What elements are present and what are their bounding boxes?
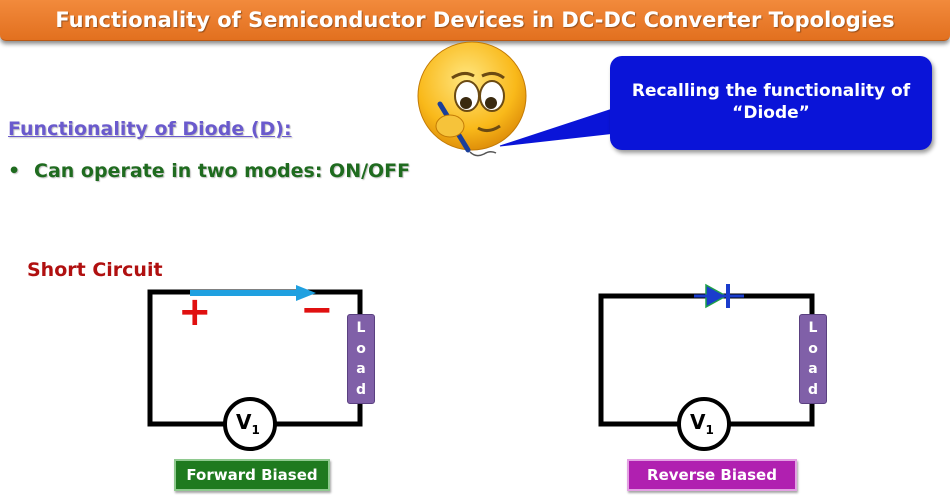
minus-sign: − bbox=[300, 287, 334, 333]
plus-sign: + bbox=[178, 289, 212, 335]
short-circuit-label: Short Circuit bbox=[27, 259, 163, 281]
callout-bubble: Recalling the functionality of “Diode” bbox=[610, 56, 932, 150]
current-arrow-icon bbox=[190, 285, 316, 301]
left-voltage-source bbox=[223, 397, 277, 451]
bullet-dot-icon: • bbox=[8, 160, 21, 182]
diode-symbol-icon bbox=[694, 283, 744, 309]
right-load: L o a d bbox=[799, 314, 827, 404]
right-source-label: V1 bbox=[690, 410, 714, 437]
forward-biased-tag: Forward Biased bbox=[174, 459, 330, 491]
page-title: Functionality of Semiconductor Devices i… bbox=[55, 8, 895, 32]
left-load: L o a d bbox=[347, 314, 375, 404]
left-source-label: V1 bbox=[236, 410, 260, 437]
callout-line-1: Recalling the functionality of bbox=[631, 81, 911, 101]
bullet-item: • Can operate in two modes: ON/OFF bbox=[8, 160, 410, 182]
bullet-text: Can operate in two modes: ON/OFF bbox=[34, 160, 411, 182]
section-heading: Functionality of Diode (D): bbox=[8, 118, 292, 140]
right-voltage-source bbox=[677, 397, 731, 451]
reverse-biased-tag: Reverse Biased bbox=[627, 459, 797, 491]
title-bar: Functionality of Semiconductor Devices i… bbox=[0, 0, 950, 41]
callout-line-2: “Diode” bbox=[732, 103, 810, 123]
